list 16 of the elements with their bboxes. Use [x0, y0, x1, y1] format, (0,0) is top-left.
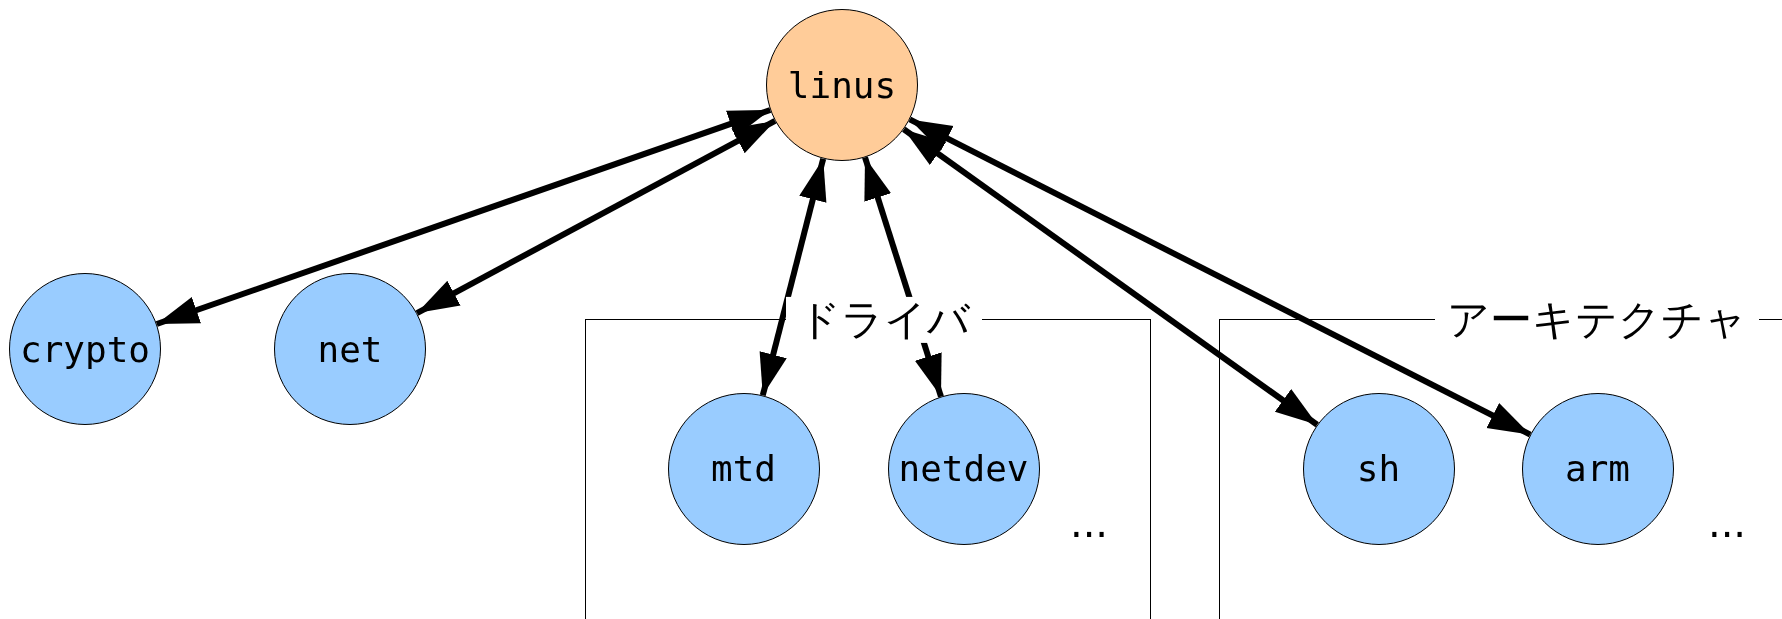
circle-node: net [274, 273, 426, 425]
double-arrow [908, 116, 1532, 438]
circle-node: linus [766, 9, 918, 161]
circle-node: arm [1521, 392, 1674, 545]
ellipsis: ... [1069, 500, 1109, 546]
double-arrow [155, 107, 772, 327]
circle-node: netdev [887, 392, 1040, 545]
double-arrow [862, 156, 944, 398]
double-arrow [759, 157, 827, 397]
circle-node: sh [1302, 392, 1455, 545]
ellipsis: ... [1707, 500, 1747, 546]
double-arrow [902, 126, 1319, 428]
group-heading: ドライバ [786, 296, 982, 344]
double-arrow [415, 118, 777, 316]
circle-node: crypto [9, 273, 161, 425]
circle-node: mtd [667, 392, 820, 545]
